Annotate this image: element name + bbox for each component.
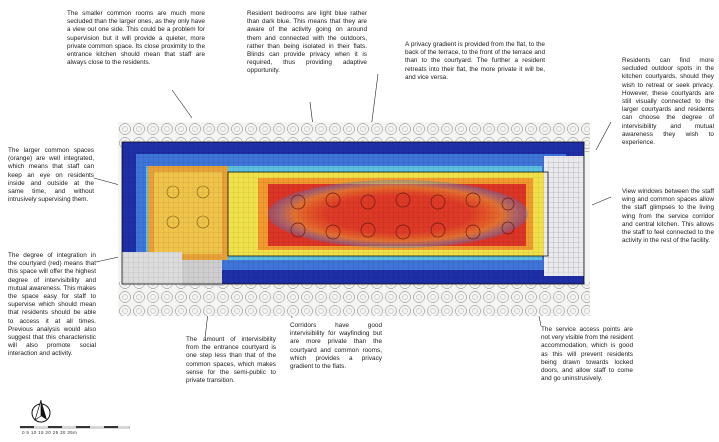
leader-view-windows [591,196,612,206]
note-view-windows: View windows between the staff wing and … [622,188,714,245]
note-bedrooms: Resident bedrooms are light blue rather … [247,10,367,75]
note-integration: The degree of integration in the courtya… [8,252,96,358]
note-larger-spaces: The larger common spaces (orange) are we… [8,147,94,204]
courtyard-planting [290,192,515,240]
note-intervisibility: The amount of intervisibility from the e… [186,336,276,385]
note-service-access: The service access points are not very v… [541,326,633,383]
note-outdoor-spots: Residents can find more secluded outdoor… [622,57,714,147]
leader-outdoor [595,121,612,151]
common-room-planting [166,185,210,229]
note-corridors: Corridors have good intervisibility for … [290,322,382,371]
south-landscape [118,282,590,316]
leader-smaller-rooms [171,89,193,119]
floor-plan [118,122,590,316]
scale-bar [20,426,130,429]
note-smaller-rooms: The smaller common rooms are much more s… [67,10,205,67]
north-arrow-icon [31,399,51,423]
note-privacy-gradient: A privacy gradient is provided from the … [405,41,545,81]
scale-bar-label: 0 5 10 15 20 25 30 35m [22,430,78,435]
